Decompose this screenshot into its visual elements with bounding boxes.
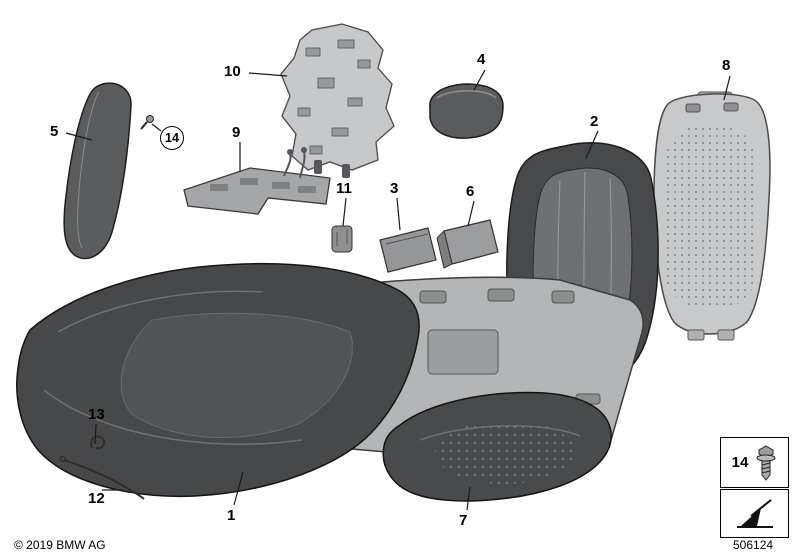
callout-13: 13: [88, 406, 105, 423]
side-trim-panel: [63, 82, 132, 260]
callout-5: 5: [50, 123, 59, 140]
legend-box-screw: 14: [720, 437, 789, 488]
callout-2: 2: [590, 113, 599, 130]
retaining-wire: [59, 455, 145, 500]
fabric-direction-icon: [736, 498, 773, 528]
module-housing: [379, 227, 437, 273]
bench-seat-cushion-right: [382, 391, 612, 502]
doc-number: 506124: [733, 538, 774, 552]
callout-14-circled: 14: [160, 126, 184, 150]
wire-hook: [90, 435, 106, 450]
callout-11: 11: [336, 180, 352, 197]
callout-12: 12: [88, 490, 105, 507]
screw-icon: [756, 444, 776, 481]
callout-1: 1: [227, 507, 236, 524]
bench-seat-cushion: [16, 262, 420, 498]
copyright-text: © 2019 BMW AG: [14, 538, 106, 552]
callout-10: 10: [224, 63, 241, 80]
module-cover: [436, 219, 499, 269]
trim-screw: [140, 115, 154, 130]
legend-screw-number: 14: [731, 454, 749, 471]
bracket-clip: [331, 225, 353, 253]
callout-3: 3: [390, 180, 399, 197]
callout-6: 6: [466, 183, 475, 200]
headrest: [429, 83, 504, 139]
callout-9: 9: [232, 124, 241, 141]
callout-8: 8: [722, 57, 731, 74]
callout-7: 7: [459, 512, 468, 529]
callout-4: 4: [477, 51, 486, 68]
legend-box-direction: [720, 489, 789, 538]
leader-lines: [65, 69, 731, 511]
backrest-carrier-panel: [280, 23, 395, 178]
backrest-foam-pad: [653, 91, 771, 341]
seat-heater-mat: [183, 147, 331, 215]
